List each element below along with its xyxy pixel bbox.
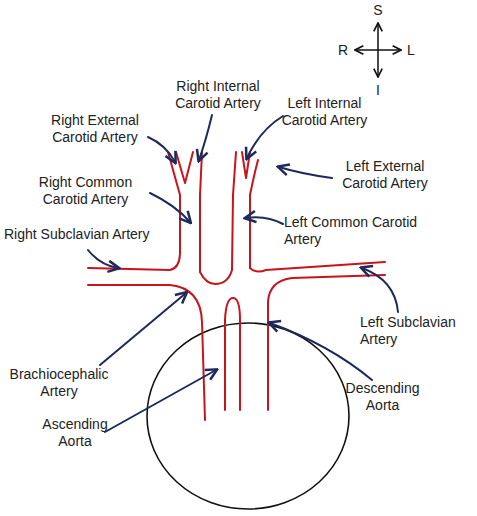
- compass-letter: I: [371, 82, 385, 99]
- compass-letter: L: [404, 42, 418, 59]
- artery-label: Right Subclavian Artery: [4, 226, 204, 243]
- artery-label: Right External Carotid Artery: [30, 112, 160, 146]
- leader-arrow: [88, 250, 118, 268]
- vessel-wall: [250, 262, 385, 272]
- artery-label: Left Internal Carotid Artery: [272, 95, 377, 129]
- leader-arrow: [150, 193, 190, 222]
- leader-arrow: [199, 115, 212, 160]
- leader-arrow: [362, 268, 398, 312]
- vessel-wall: [88, 152, 180, 270]
- compass: [356, 24, 400, 76]
- vessel-wall: [250, 160, 258, 268]
- compass-letter: R: [336, 42, 350, 59]
- artery-label: Ascending Aorta: [35, 416, 115, 450]
- artery-label: Left Subclavian Artery: [360, 314, 475, 348]
- artery-label: Right Internal Carotid Artery: [168, 78, 268, 112]
- leader-arrow: [279, 167, 332, 178]
- artery-label: Left Common Carotid Artery: [284, 214, 449, 248]
- heart-outline: [147, 323, 349, 509]
- leader-arrow: [105, 370, 216, 432]
- artery-label: Brachiocephalic Artery: [0, 366, 118, 400]
- compass-letter: S: [371, 2, 385, 19]
- leader-arrow: [270, 323, 372, 380]
- compass-horizontal: [356, 49, 400, 51]
- leader-arrow: [247, 116, 283, 158]
- leader-arrow: [148, 137, 175, 162]
- vessel-wall: [200, 152, 236, 284]
- leader-arrow: [246, 217, 283, 224]
- vessel-wall: [88, 285, 205, 420]
- leader-arrow: [100, 293, 186, 365]
- vessel-wall: [176, 152, 193, 183]
- artery-label: Left External Carotid Artery: [330, 158, 440, 192]
- vessel-wall: [200, 152, 202, 272]
- arteries: [88, 152, 385, 420]
- artery-label: Descending Aorta: [340, 380, 425, 414]
- artery-label: Right Common Carotid Artery: [18, 174, 153, 208]
- vessel-wall: [225, 298, 240, 410]
